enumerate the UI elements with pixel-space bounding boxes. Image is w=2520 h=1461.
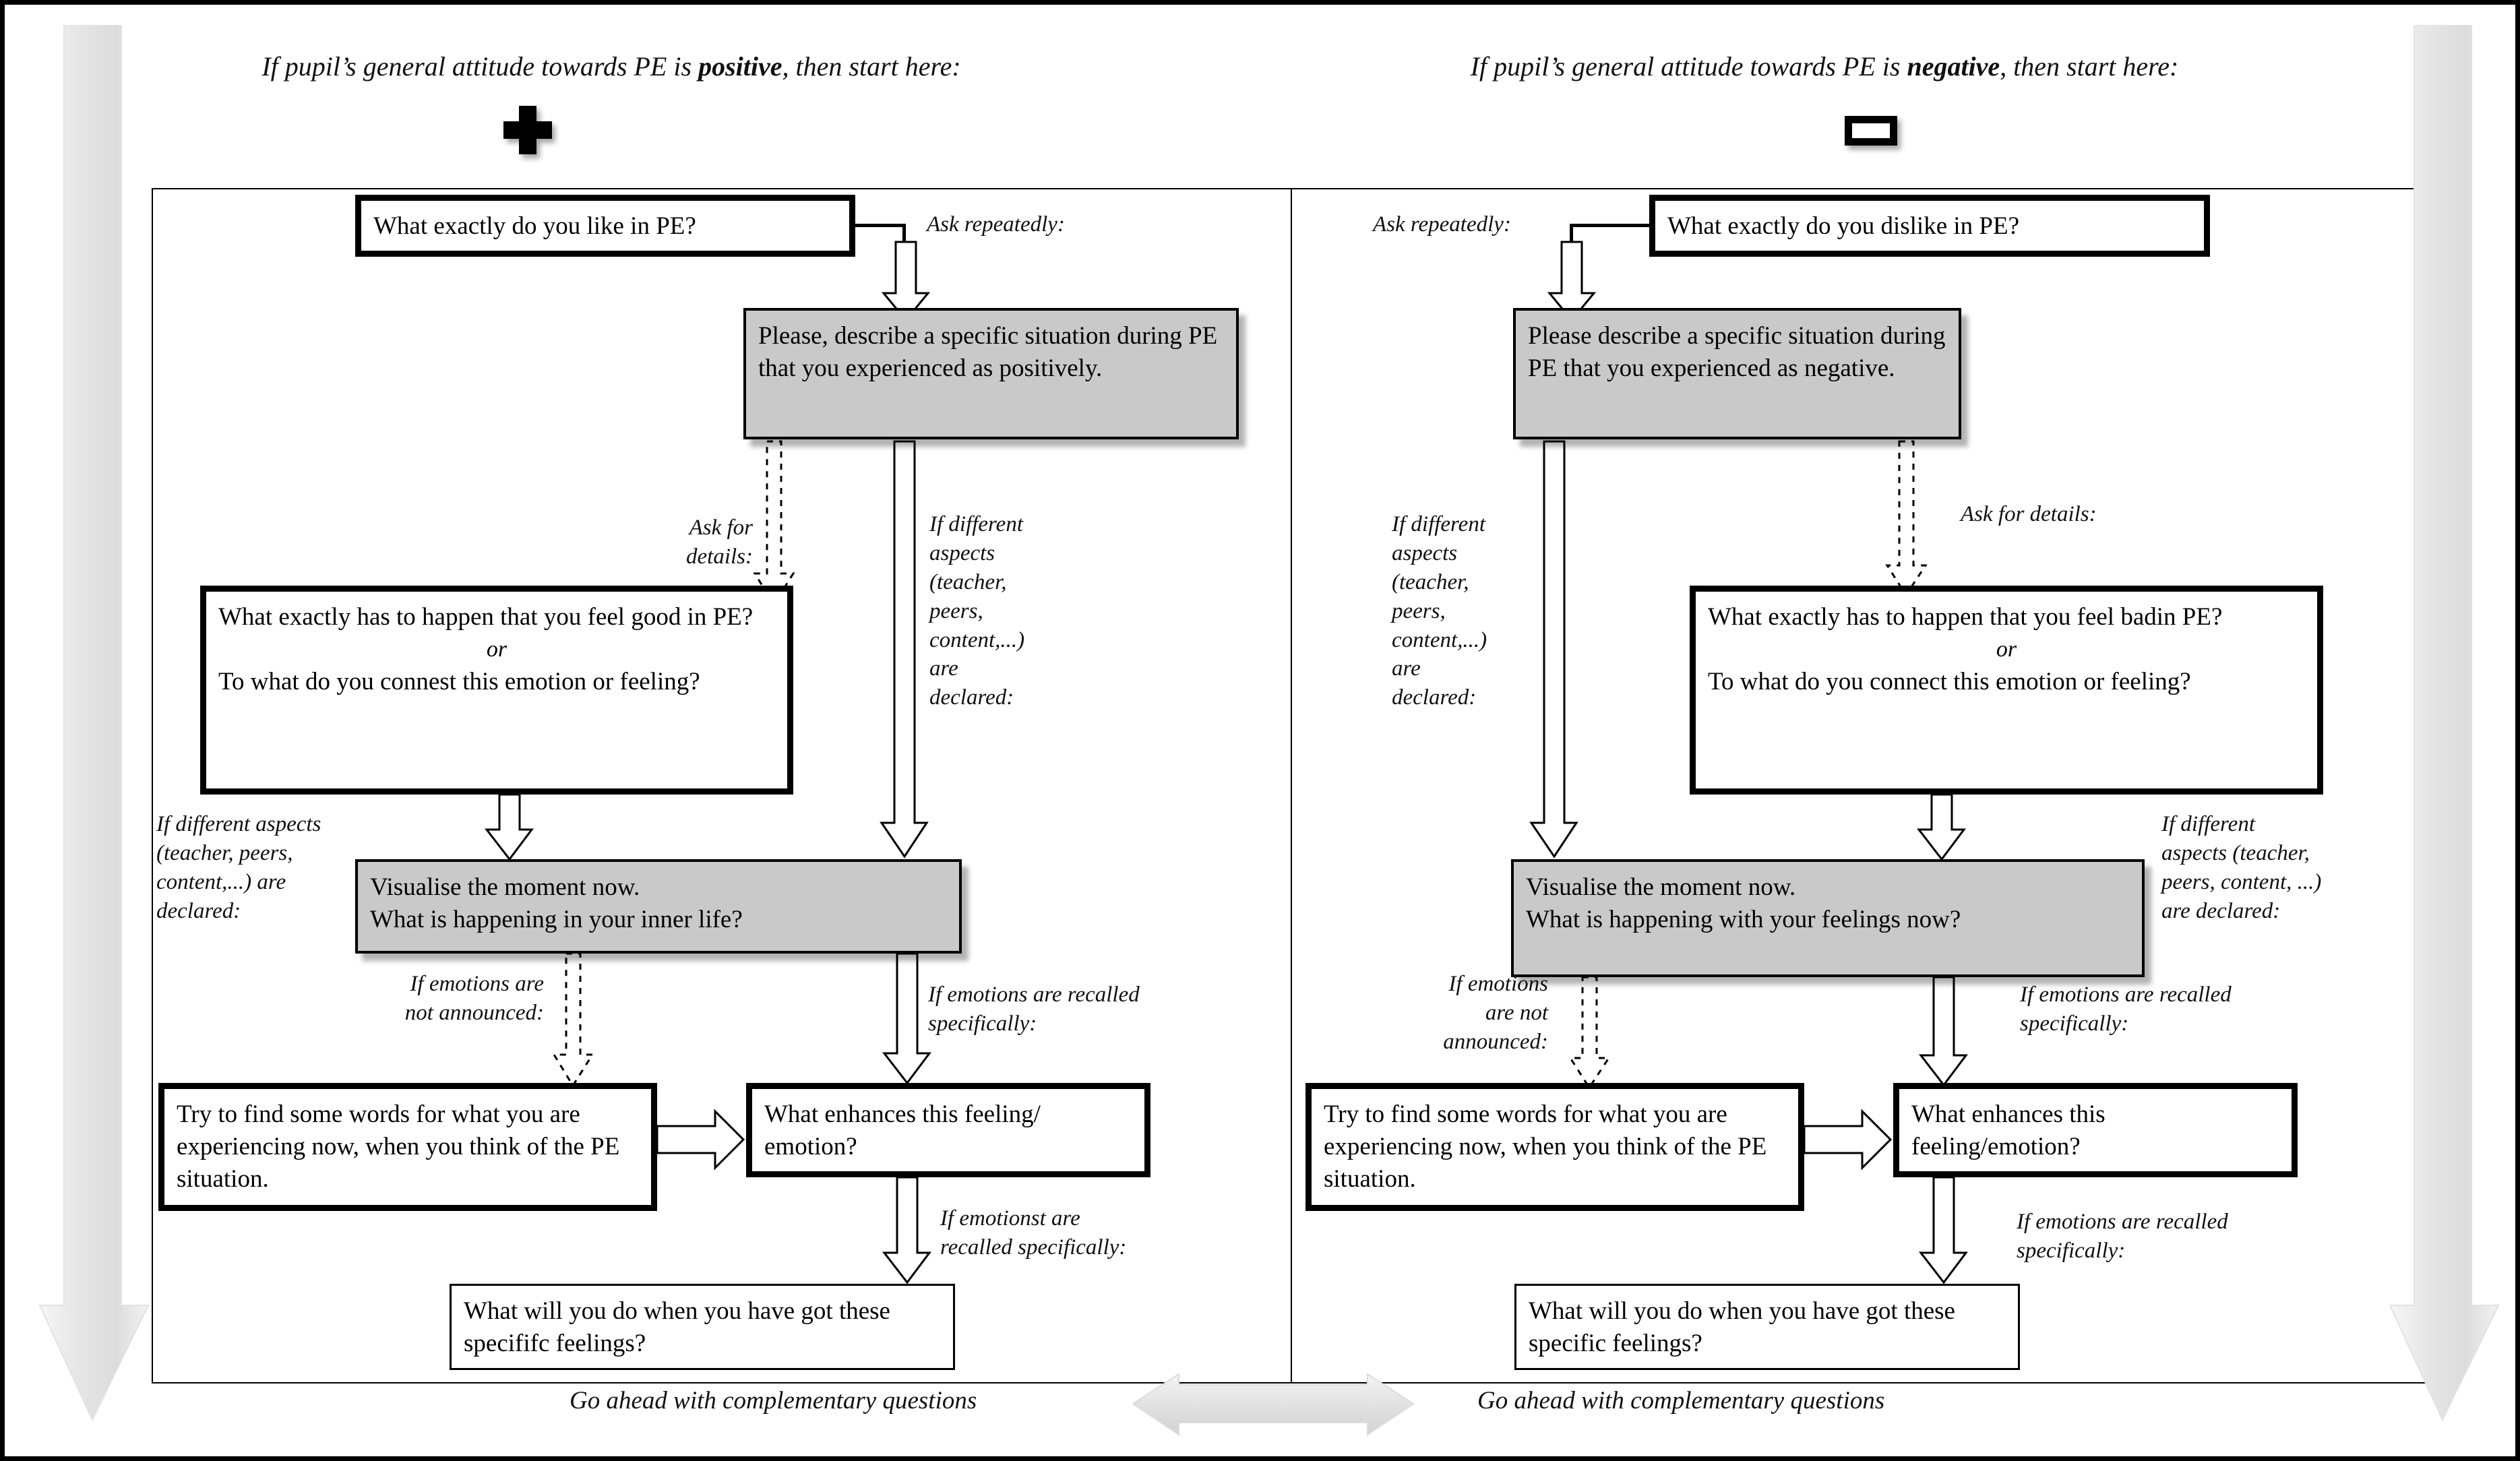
- left-emotions-recalled-label-2: If emotionst are recalled specifically:: [940, 1206, 1127, 1260]
- right-emotions-not-announced-label: If emotions are not announced:: [1443, 972, 1548, 1054]
- left-enhances-box[interactable]: What enhances this feeling/ emotion?: [746, 1083, 1150, 1177]
- right-arrow-visualise-to-enhances: [1917, 976, 1970, 1088]
- right-start-box-text: What exactly do you dislike in PE?: [1667, 212, 2019, 240]
- left-start-box-text: What exactly do you like in PE?: [373, 212, 696, 240]
- left-feel-good-or: or: [486, 637, 508, 662]
- left-visualise-box[interactable]: Visualise the moment now. What is happen…: [355, 859, 962, 954]
- right-header-suffix: , then start here:: [2000, 51, 2179, 82]
- left-dashed-arrow-describe-to-feelgood: [751, 440, 799, 607]
- left-header-emphasis: positive: [698, 51, 782, 82]
- left-different-aspects-side-label: If different aspects (teacher, peers, co…: [156, 812, 321, 923]
- right-arrow-findwords-to-enhances: [1803, 1109, 1893, 1171]
- right-ask-repeatedly-label: Ask repeatedly:: [1373, 212, 1511, 237]
- left-arrow-feelgood-to-visualise: [483, 793, 536, 862]
- plus-icon: [503, 106, 552, 154]
- right-different-aspects-side-label: If different aspects (teacher, peers, co…: [2161, 812, 2322, 923]
- left-connector-h: [851, 224, 905, 227]
- left-feel-good-question: What exactly has to happen that you feel…: [218, 603, 754, 631]
- right-arrow-start-to-describe: [1547, 241, 1598, 323]
- right-connector-h: [1570, 224, 1656, 227]
- right-emotions-recalled-label-2: If emotions are recalled specifically:: [2017, 1210, 2228, 1263]
- right-footer-caption: Go ahead with complementary questions: [1477, 1387, 1885, 1415]
- bottom-double-headed-arrow: [1132, 1373, 1415, 1437]
- right-final-box-text: What will you do when you have got these…: [1529, 1297, 1955, 1358]
- right-header-caption: If pupil’s general attitude towards PE i…: [1427, 51, 2222, 82]
- right-arrow-feelbad-to-visualise: [1915, 793, 1968, 862]
- right-dashed-arrow-describe-to-feelbad: [1884, 440, 1931, 598]
- left-header-caption: If pupil’s general attitude towards PE i…: [234, 51, 989, 82]
- right-arrow-describe-to-visualise: [1528, 440, 1580, 859]
- left-find-words-text: Try to find some words for what you are …: [177, 1100, 620, 1193]
- right-feel-bad-alt-question: To what do you connect this emotion or f…: [1708, 668, 2191, 696]
- left-footer-caption: Go ahead with complementary questions: [570, 1387, 977, 1415]
- right-final-box[interactable]: What will you do when you have got these…: [1514, 1284, 2020, 1370]
- left-final-box[interactable]: What will you do when you have got these…: [450, 1284, 955, 1370]
- right-emotions-recalled-label-1: If emotions are recalled specifically:: [2020, 983, 2232, 1036]
- left-header-prefix: If pupil’s general attitude towards PE i…: [262, 51, 699, 82]
- left-feel-good-box[interactable]: What exactly has to happen that you feel…: [200, 586, 793, 795]
- left-feel-good-alt-question: To what do you connest this emotion or f…: [218, 668, 700, 696]
- right-enhances-text: What enhances this feeling/emotion?: [1911, 1100, 2106, 1161]
- left-emotions-recalled-label-1: If emotions are recalled specifically:: [928, 983, 1140, 1036]
- left-dashed-arrow-visualise-to-findwords: [551, 952, 598, 1088]
- left-header-suffix: , then start here:: [782, 51, 961, 82]
- left-find-words-box[interactable]: Try to find some words for what you are …: [158, 1083, 657, 1211]
- right-visualise-box-text: Visualise the moment now. What is happen…: [1526, 873, 1961, 934]
- right-enhances-box[interactable]: What enhances this feeling/emotion?: [1893, 1083, 2298, 1177]
- left-describe-box-text: Please, describe a specific situation du…: [758, 322, 1218, 383]
- right-arrow-enhances-to-final: [1917, 1176, 1970, 1285]
- left-describe-box[interactable]: Please, describe a specific situation du…: [743, 308, 1239, 439]
- left-final-box-text: What will you do when you have got these…: [464, 1297, 890, 1358]
- right-describe-box-text: Please describe a specific situation dur…: [1528, 322, 1946, 383]
- minus-icon: [1845, 116, 1897, 146]
- left-emotions-not-announced-label: If emotions are not announced:: [404, 972, 544, 1025]
- right-different-aspects-mid-label: If different aspects (teacher, peers, co…: [1392, 512, 1487, 710]
- right-header-emphasis: negative: [1907, 51, 2000, 82]
- right-header-prefix: If pupil’s general attitude towards PE i…: [1470, 51, 1907, 82]
- right-find-words-text: Try to find some words for what you are …: [1324, 1100, 1767, 1193]
- right-find-words-box[interactable]: Try to find some words for what you are …: [1305, 1083, 1804, 1211]
- right-feel-bad-box[interactable]: What exactly has to happen that you feel…: [1690, 586, 2323, 795]
- left-different-aspects-mid-label: If different aspects (teacher, peers, co…: [929, 512, 1025, 710]
- left-arrow-visualise-to-enhances: [881, 952, 933, 1086]
- right-feel-bad-question: What exactly has to happen that you feel…: [1708, 603, 2223, 631]
- right-visualise-box[interactable]: Visualise the moment now. What is happen…: [1511, 859, 2145, 977]
- right-describe-box[interactable]: Please describe a specific situation dur…: [1513, 308, 1961, 439]
- left-start-box[interactable]: What exactly do you like in PE?: [355, 195, 855, 257]
- left-arrow-findwords-to-enhances: [656, 1109, 746, 1171]
- right-side-down-arrow: [2387, 25, 2502, 1427]
- left-ask-repeatedly-label: Ask repeatedly:: [927, 212, 1065, 237]
- left-visualise-box-text: Visualise the moment now. What is happen…: [370, 873, 743, 934]
- right-start-box[interactable]: What exactly do you dislike in PE?: [1649, 195, 2210, 257]
- right-feel-bad-or: or: [1996, 637, 2017, 662]
- right-ask-for-details-label: Ask for details:: [1961, 502, 2097, 526]
- left-arrow-start-to-describe: [881, 241, 932, 323]
- left-side-down-arrow: [37, 25, 152, 1427]
- left-arrow-describe-to-visualise: [878, 440, 931, 859]
- right-dashed-arrow-visualise-to-findwords: [1567, 976, 1614, 1090]
- left-ask-for-details-label: Ask for details:: [686, 516, 753, 569]
- left-arrow-enhances-to-final: [881, 1176, 933, 1285]
- left-enhances-text: What enhances this feeling/ emotion?: [764, 1100, 1041, 1161]
